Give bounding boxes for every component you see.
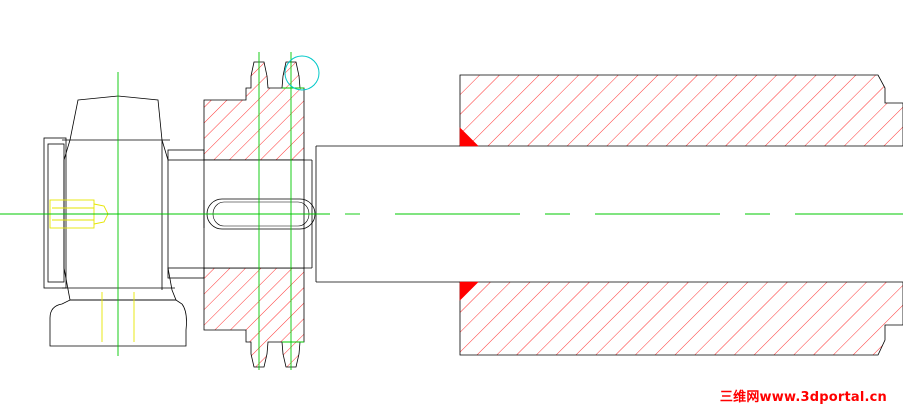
hub-upper-section — [459, 74, 903, 147]
hub-lower-section — [459, 281, 903, 356]
sprocket-lower-section — [203, 267, 305, 368]
keyway-slot-inner — [212, 201, 310, 227]
watermark: 三维网www.3dportal.cn — [719, 390, 887, 405]
hub-section — [459, 74, 903, 356]
hidden-fastener — [49, 199, 135, 342]
keyway-slot — [206, 198, 316, 230]
snap-marker-icon[interactable] — [284, 55, 320, 91]
weld-lower — [459, 281, 479, 301]
weld-upper — [459, 127, 479, 147]
bearing-housing — [43, 95, 205, 347]
centerlines — [0, 52, 903, 370]
sprocket-upper-section — [203, 61, 305, 161]
sprocket — [203, 61, 316, 368]
